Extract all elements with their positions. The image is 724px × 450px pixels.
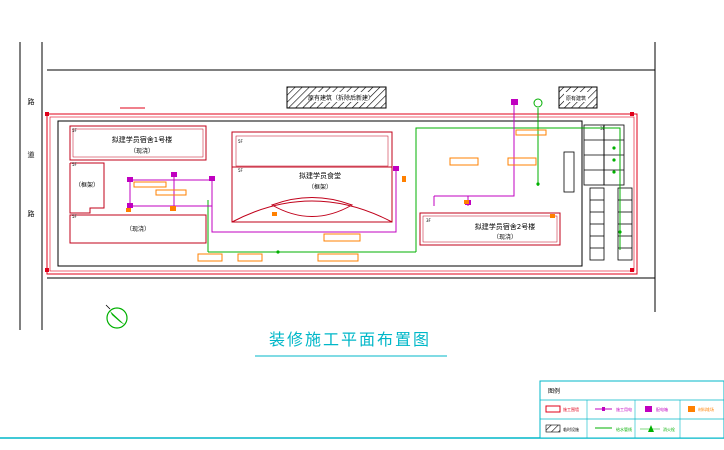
storey-tag: 5F (238, 168, 244, 173)
material-yards (133, 129, 547, 262)
canteen-label: 拟建学员食堂 (299, 171, 341, 180)
construction-fence (46, 113, 638, 275)
dorm-building-2: 拟建学员宿舍2号楼 （现浇） (419, 212, 561, 246)
site-boundary (57, 120, 583, 267)
dorm-building-2-label: 拟建学员宿舍2号楼 (475, 222, 535, 231)
existing-building-right: 原有建筑 (558, 86, 598, 109)
storey-tag: 5F (72, 162, 78, 167)
dorm-building-1-label: 拟建学员宿舍1号楼 (112, 135, 172, 144)
legend-box: 图例 施工围墙 施工用电 配电箱 材料堆场 临时设施 给水管线 消火栓 (539, 380, 724, 439)
bottom-left-building: （现浇） (69, 214, 207, 244)
hydrant-markers (276, 146, 622, 254)
temporary-facilities (563, 124, 633, 261)
north-arrow (105, 304, 128, 329)
road-label-2: 道 (28, 150, 35, 159)
road-lines (19, 42, 656, 330)
road-label-3: 路 (28, 209, 35, 218)
legend-item: 施工围墙 (563, 406, 579, 412)
legend-item: 消火栓 (663, 426, 675, 432)
left-wing-building: （框架） (69, 162, 105, 214)
legend-item: 材料堆场 (698, 406, 714, 412)
canteen-building (231, 131, 393, 223)
legend-heading: 图例 (548, 387, 560, 395)
canteen-sub: （框架） (308, 183, 332, 191)
storey-tag: 5F (238, 139, 244, 144)
yard-markers (126, 176, 555, 218)
page-title: 装修施工平面布置图 (269, 330, 431, 349)
dorm-building-1: 拟建学员宿舍1号楼 （现浇） (69, 125, 207, 161)
water-pipe-network (207, 108, 621, 253)
legend-item: 临时设施 (563, 426, 579, 432)
bottom-left-building-label: （现浇） (126, 225, 150, 233)
legend-item: 配电箱 (656, 406, 668, 412)
existing-building-left-label: 原有建筑（拆除后新建） (308, 94, 374, 102)
dorm-building-2-sub: （现浇） (493, 233, 517, 241)
existing-building-right-label: 原有建筑 (566, 95, 586, 102)
legend-item: 给水管线 (616, 426, 632, 432)
left-wing-label: （框架） (75, 181, 99, 189)
water-source-icon (533, 98, 543, 108)
existing-building-left: 原有建筑（拆除后新建） (286, 86, 387, 109)
storey-tag: 3F (426, 218, 432, 223)
legend-item: 施工用电 (616, 406, 632, 412)
storey-tag: 5F (72, 214, 78, 219)
fence-posts (45, 112, 634, 272)
road-label-1: 路 (28, 97, 35, 106)
dorm-building-1-sub: （现浇） (130, 147, 154, 155)
storey-tag: 5F (72, 128, 78, 133)
